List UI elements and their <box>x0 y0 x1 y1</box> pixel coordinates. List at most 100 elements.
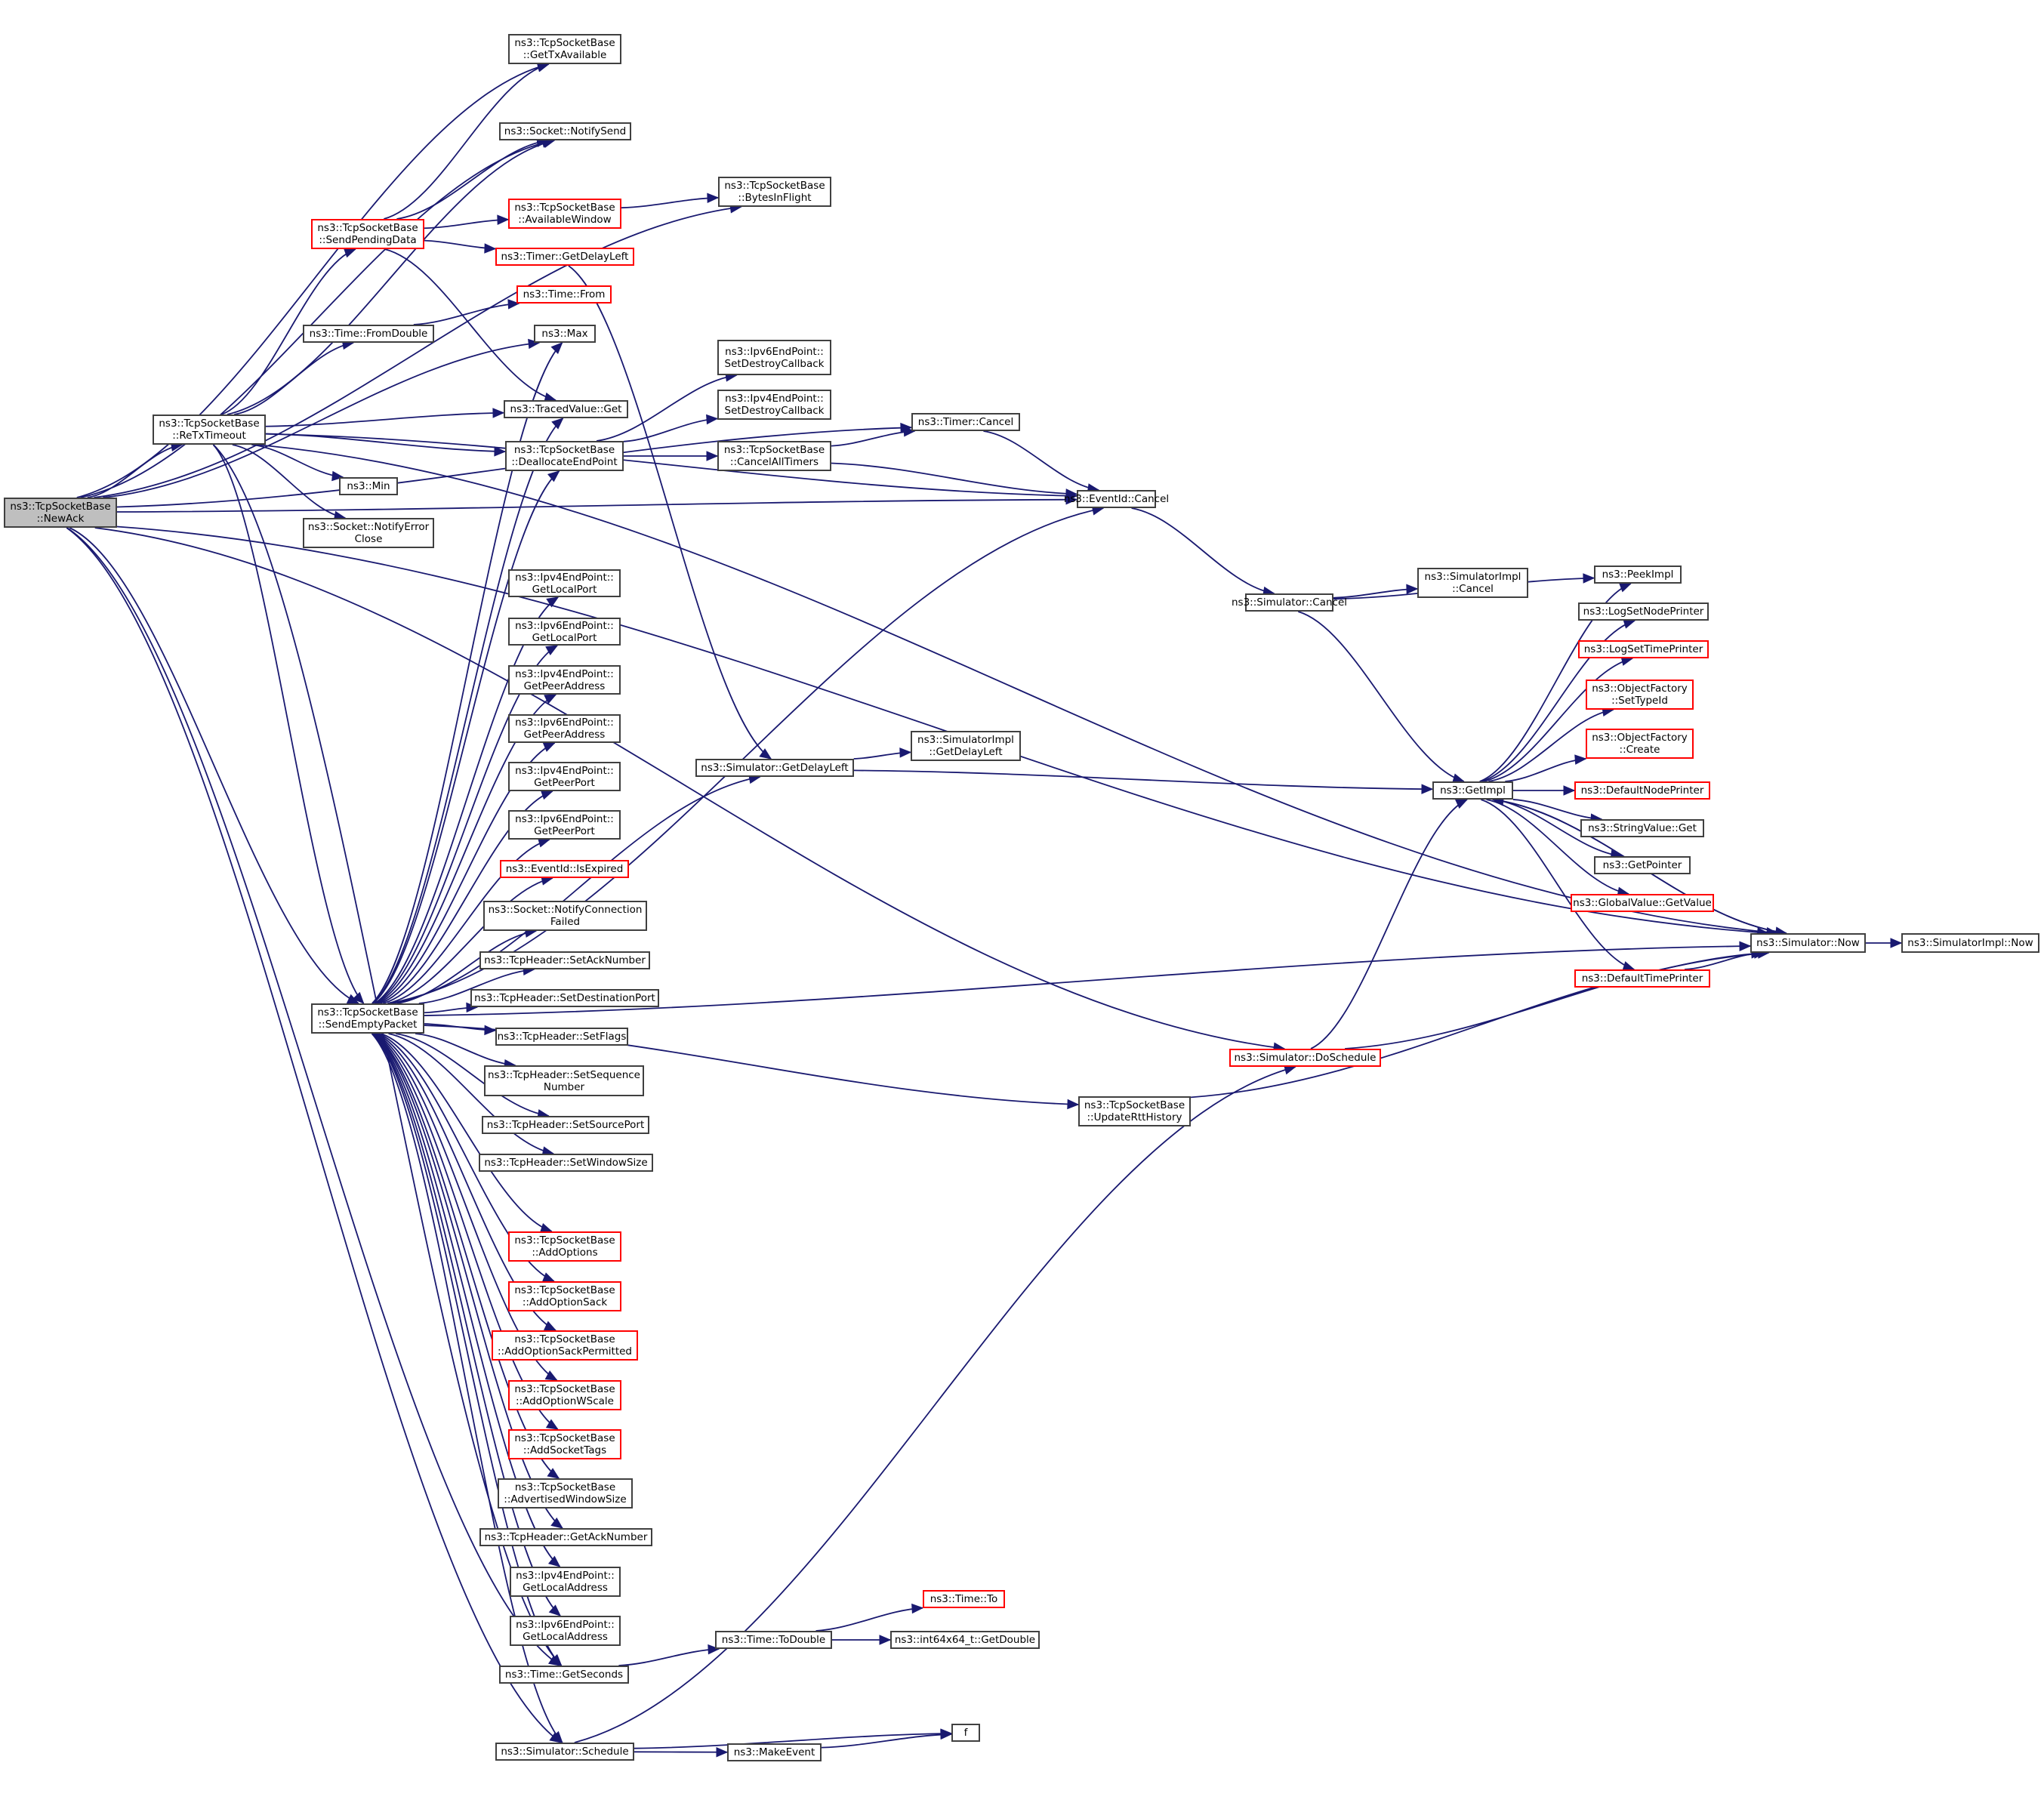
graph-node-ip6destroy[interactable]: ns3::Ipv6EndPoint:: SetDestroyCallback <box>717 340 831 375</box>
arrowhead-icon <box>544 1370 558 1381</box>
graph-node-availwin[interactable]: ns3::TcpSocketBase ::AvailableWindow <box>508 199 621 229</box>
graph-node-globalget[interactable]: ns3::GlobalValue::GetValue <box>1571 894 1714 912</box>
graph-node-addsack[interactable]: ns3::TcpSocketBase ::AddOptionSack <box>508 1281 621 1311</box>
edge-getimpl-to-logtime <box>1483 658 1633 782</box>
graph-node-ip4peerport[interactable]: ns3::Ipv4EndPoint:: GetPeerPort <box>508 762 621 791</box>
edge-sendpending-to-gettx <box>384 63 549 220</box>
graph-node-fromdouble[interactable]: ns3::Time::FromDouble <box>303 325 434 343</box>
graph-node-getdouble[interactable]: ns3::int64x64_t::GetDouble <box>890 1631 1040 1649</box>
graph-node-lognode[interactable]: ns3::LogSetNodePrinter <box>1578 602 1709 621</box>
graph-node-addsackperm[interactable]: ns3::TcpSocketBase ::AddOptionSackPermit… <box>492 1330 638 1361</box>
graph-node-logtime[interactable]: ns3::LogSetTimePrinter <box>1578 640 1709 658</box>
graph-node-timefrom[interactable]: ns3::Time::From <box>516 285 612 304</box>
edge-sendempty-to-ip4peerport <box>379 790 553 1004</box>
arrowhead-icon <box>494 446 507 457</box>
graph-node-ip4destroy[interactable]: ns3::Ipv4EndPoint:: SetDestroyCallback <box>717 390 831 420</box>
graph-node-newack[interactable]: ns3::TcpSocketBase ::NewAck <box>4 498 117 528</box>
graph-node-defnode[interactable]: ns3::DefaultNodePrinter <box>1574 781 1710 800</box>
edge-sendempty-to-max <box>371 342 563 1004</box>
graph-node-setwin[interactable]: ns3::TcpHeader::SetWindowSize <box>479 1154 653 1172</box>
edge-newack-to-bytesinflight <box>94 206 741 498</box>
graph-node-simcancel[interactable]: ns3::Simulator::Cancel <box>1232 593 1347 612</box>
graph-node-getseconds[interactable]: ns3::Time::GetSeconds <box>499 1666 629 1684</box>
graph-node-simgetdelay[interactable]: ns3::Simulator::GetDelayLeft <box>695 759 854 777</box>
arrowhead-icon <box>484 1025 497 1036</box>
graph-node-max[interactable]: ns3::Max <box>534 325 596 343</box>
graph-node-simimplgetdelay[interactable]: ns3::SimulatorImpl ::GetDelayLeft <box>911 731 1021 761</box>
graph-node-getimpl[interactable]: ns3::GetImpl <box>1432 781 1513 800</box>
graph-node-deftime[interactable]: ns3::DefaultTimePrinter <box>1574 969 1710 988</box>
graph-node-todouble[interactable]: ns3::Time::ToDouble <box>715 1631 832 1649</box>
edge-sendempty-to-getseconds <box>371 1033 563 1666</box>
graph-node-sendempty[interactable]: ns3::TcpSocketBase ::SendEmptyPacket <box>311 1003 424 1034</box>
arrowhead-icon <box>707 193 720 204</box>
graph-node-addtags[interactable]: ns3::TcpSocketBase ::AddSocketTags <box>508 1429 621 1459</box>
graph-node-addwscale[interactable]: ns3::TcpSocketBase ::AddOptionWScale <box>508 1380 621 1410</box>
graph-node-simimplnow[interactable]: ns3::SimulatorImpl::Now <box>1901 933 2039 953</box>
graph-node-min[interactable]: ns3::Min <box>339 477 398 495</box>
graph-node-errclose[interactable]: ns3::Socket::NotifyError Close <box>303 518 434 548</box>
graph-node-f[interactable]: f <box>951 1724 980 1742</box>
graph-node-setseq[interactable]: ns3::TcpHeader::SetSequence Number <box>484 1065 644 1096</box>
graph-node-timergetdelay[interactable]: ns3::Timer::GetDelayLeft <box>495 248 634 266</box>
graph-node-ip6peeraddr[interactable]: ns3::Ipv6EndPoint:: GetPeerAddress <box>508 714 621 743</box>
graph-node-dealloc[interactable]: ns3::TcpSocketBase ::DeallocateEndPoint <box>505 441 624 471</box>
edge-availwin-to-bytesinflight <box>621 196 719 209</box>
graph-node-ip4localport[interactable]: ns3::Ipv4EndPoint:: GetLocalPort <box>508 569 621 597</box>
graph-node-eventcancel[interactable]: ns3::EventId::Cancel <box>1064 490 1169 508</box>
arrowhead-icon <box>1406 584 1419 595</box>
arrowhead-icon <box>903 426 916 437</box>
graph-node-retx[interactable]: ns3::TcpSocketBase ::ReTxTimeout <box>153 414 266 445</box>
graph-node-ip6localport[interactable]: ns3::Ipv6EndPoint:: GetLocalPort <box>508 618 621 646</box>
arrowhead-icon <box>1421 784 1434 794</box>
edge-sendempty-to-setwin <box>388 1033 554 1154</box>
arrowhead-icon <box>1454 799 1469 809</box>
arrowhead-icon <box>1583 573 1595 584</box>
graph-node-stringget[interactable]: ns3::StringValue::Get <box>1580 819 1704 837</box>
edge-getimpl-to-lognode <box>1481 620 1636 782</box>
graph-node-getpointer[interactable]: ns3::GetPointer <box>1594 856 1691 874</box>
graph-node-setsrcport[interactable]: ns3::TcpHeader::SetSourcePort <box>482 1116 649 1134</box>
graph-node-isexpired[interactable]: ns3::EventId::IsExpired <box>500 860 629 878</box>
graph-node-ip4localaddr[interactable]: ns3::Ipv4EndPoint:: GetLocalAddress <box>510 1567 621 1597</box>
graph-node-updatertt[interactable]: ns3::TcpSocketBase ::UpdateRttHistory <box>1078 1096 1191 1126</box>
graph-node-setdstport[interactable]: ns3::TcpHeader::SetDestinationPort <box>470 989 659 1007</box>
arrowhead-icon <box>343 248 356 258</box>
graph-node-bytesinflight[interactable]: ns3::TcpSocketBase ::BytesInFlight <box>718 177 831 207</box>
graph-node-gettx[interactable]: ns3::TcpSocketBase ::GetTxAvailable <box>508 34 621 64</box>
graph-node-setflags[interactable]: ns3::TcpHeader::SetFlags <box>495 1028 628 1046</box>
edge-dealloc-to-ip6destroy <box>596 374 737 442</box>
arrowhead-icon <box>544 694 557 704</box>
edge-doschedule-to-getimpl <box>1310 799 1468 1049</box>
edge-deftime-to-simnow <box>1684 952 1762 970</box>
graph-node-addoptions[interactable]: ns3::TcpSocketBase ::AddOptions <box>508 1231 621 1262</box>
edge-newack-to-max <box>103 342 540 498</box>
graph-node-advwin[interactable]: ns3::TcpSocketBase ::AdvertisedWindowSiz… <box>498 1478 633 1509</box>
graph-node-tracedget[interactable]: ns3::TracedValue::Get <box>504 400 628 418</box>
graph-node-ip6localaddr[interactable]: ns3::Ipv6EndPoint:: GetLocalAddress <box>510 1616 621 1646</box>
graph-node-timeto[interactable]: ns3::Time::To <box>923 1590 1005 1608</box>
graph-node-simimplcancel[interactable]: ns3::SimulatorImpl ::Cancel <box>1417 568 1528 598</box>
arrowhead-icon <box>546 596 560 608</box>
graph-node-ip4peeraddr[interactable]: ns3::Ipv4EndPoint:: GetPeerAddress <box>508 665 621 695</box>
graph-node-ofsettype[interactable]: ns3::ObjectFactory ::SetTypeId <box>1586 680 1694 710</box>
graph-node-timercancel[interactable]: ns3::Timer::Cancel <box>911 413 1020 431</box>
arrowhead-icon <box>550 1730 563 1743</box>
graph-node-connfailed[interactable]: ns3::Socket::NotifyConnection Failed <box>483 901 647 931</box>
graph-node-doschedule[interactable]: ns3::Simulator::DoSchedule <box>1229 1049 1381 1067</box>
graph-node-getack[interactable]: ns3::TcpHeader::GetAckNumber <box>479 1528 652 1546</box>
graph-node-ip6peerport[interactable]: ns3::Ipv6EndPoint:: GetPeerPort <box>508 810 621 840</box>
graph-node-notifysend[interactable]: ns3::Socket::NotifySend <box>499 122 631 140</box>
graph-node-ofcreate[interactable]: ns3::ObjectFactory ::Create <box>1586 729 1694 759</box>
arrowhead-icon <box>716 1747 729 1758</box>
graph-node-simnow[interactable]: ns3::Simulator::Now <box>1750 933 1866 953</box>
graph-node-schedule[interactable]: ns3::Simulator::Schedule <box>495 1743 634 1761</box>
arrowhead-icon <box>708 1644 720 1655</box>
graph-node-makeevent[interactable]: ns3::MakeEvent <box>727 1743 822 1761</box>
arrowhead-icon <box>940 1729 953 1740</box>
graph-node-cancelall[interactable]: ns3::TcpSocketBase ::CancelAllTimers <box>717 441 831 471</box>
graph-node-sendpending[interactable]: ns3::TcpSocketBase ::SendPendingData <box>311 219 424 249</box>
edge-sendpending-to-notifysend <box>396 140 548 220</box>
graph-node-peekimpl[interactable]: ns3::PeekImpl <box>1594 566 1682 584</box>
graph-node-setack[interactable]: ns3::TcpHeader::SetAckNumber <box>479 951 650 969</box>
